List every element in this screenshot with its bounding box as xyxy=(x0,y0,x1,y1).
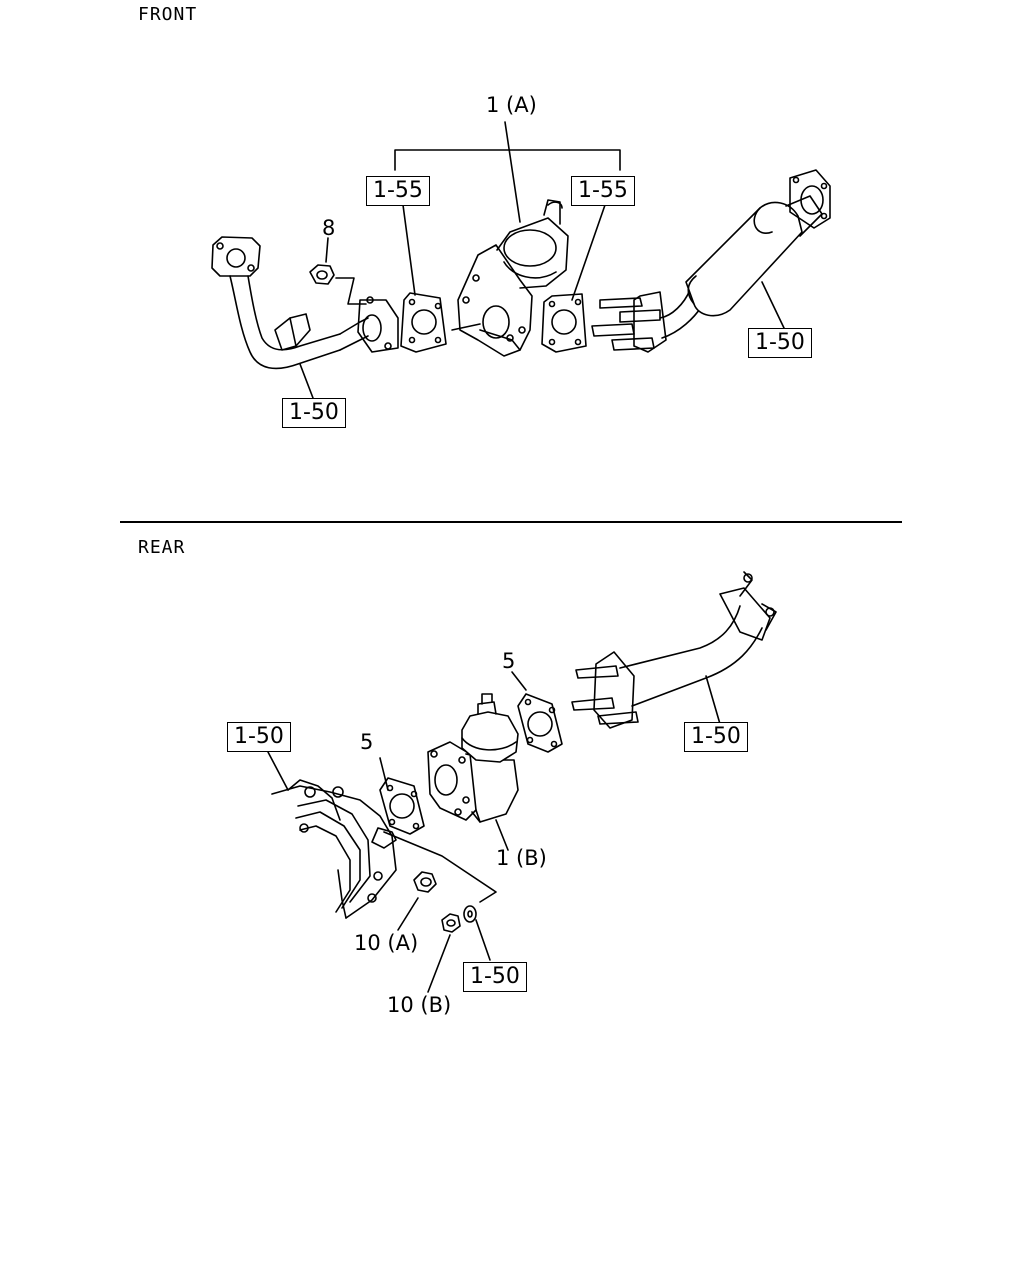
section-divider xyxy=(120,521,902,523)
gasket-rear-lower xyxy=(379,777,425,835)
section-label-front: FRONT xyxy=(138,4,198,25)
callout-part-1a: 1 (A) xyxy=(486,93,537,117)
callout-part-10b: 10 (B) xyxy=(387,993,452,1017)
gasket-rear-upper xyxy=(517,693,563,753)
rear-assembly-drawing xyxy=(267,571,777,993)
callout-part-5-lower: 5 xyxy=(360,730,374,754)
nut-10b xyxy=(441,913,461,933)
exhaust-valve-1b xyxy=(427,693,519,823)
section-label-rear: REAR xyxy=(138,537,186,558)
nut-8 xyxy=(309,237,367,305)
gasket-front-right xyxy=(541,293,587,353)
callout-part-1b: 1 (B) xyxy=(496,846,547,870)
callout-part-5-upper: 5 xyxy=(502,649,516,673)
ref-1-50-front-right[interactable]: 1-50 xyxy=(748,328,812,358)
rear-pipe-right xyxy=(571,571,777,729)
ref-1-50-rear-right[interactable]: 1-50 xyxy=(684,722,748,752)
callout-part-10a: 10 (A) xyxy=(354,931,419,955)
ref-1-50-rear-bottom[interactable]: 1-50 xyxy=(463,962,527,992)
front-assembly-drawing xyxy=(211,121,831,399)
exhaust-valve-1a xyxy=(451,199,569,357)
nut-10a xyxy=(413,871,437,893)
front-pipe-left xyxy=(211,236,399,399)
front-pipe-right xyxy=(591,169,831,353)
ref-1-50-rear-left[interactable]: 1-50 xyxy=(227,722,291,752)
ref-1-55-front-right[interactable]: 1-55 xyxy=(571,176,635,206)
ref-1-55-front-left[interactable]: 1-55 xyxy=(366,176,430,206)
ref-1-50-front-left[interactable]: 1-50 xyxy=(282,398,346,428)
gasket-front-left xyxy=(400,292,447,353)
washer xyxy=(463,905,477,923)
rear-manifold-left xyxy=(271,779,397,919)
callout-part-8: 8 xyxy=(322,216,336,240)
